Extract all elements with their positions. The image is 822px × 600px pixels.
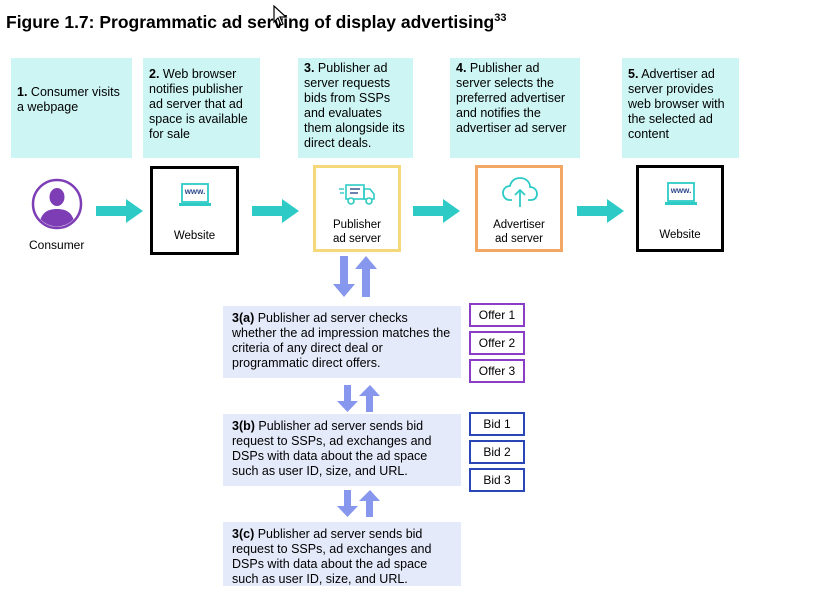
substep-3b-box: 3(b) Publisher ad server sends bid reque… xyxy=(223,414,461,486)
website-node: www. Website xyxy=(636,165,724,252)
flow-arrow-icon xyxy=(96,199,143,223)
step-number: 4. xyxy=(456,61,467,75)
mouse-cursor-icon xyxy=(273,5,288,26)
bid-tag: Bid 2 xyxy=(469,440,525,464)
step-number: 2. xyxy=(149,67,160,81)
offer-tag: Offer 1 xyxy=(469,303,525,327)
figure-title: Figure 1.7: Programmatic ad serving of d… xyxy=(6,12,507,32)
step-3-box: 3. Publisher ad server requests bids fro… xyxy=(298,58,413,158)
substep-number: 3(a) xyxy=(232,311,255,325)
offer-tag: Offer 2 xyxy=(469,331,525,355)
step-1-box: 1. Consumer visits a webpage xyxy=(11,58,132,158)
flow-arrow-icon xyxy=(252,199,299,223)
bid-tag: Bid 1 xyxy=(469,412,525,436)
step-4-box: 4. Publisher ad server selects the prefe… xyxy=(450,58,580,158)
delivery-truck-icon xyxy=(339,184,375,205)
substep-3a-box: 3(a) Publisher ad server checks whether … xyxy=(223,306,461,378)
step-number: 1. xyxy=(17,85,28,99)
step-number: 5. xyxy=(628,67,639,81)
step-text: Web browser notifies publisher ad server… xyxy=(149,67,248,141)
website-label: Website xyxy=(173,230,216,242)
advertiser-ad-server-label: Advertiser ad server xyxy=(493,219,545,245)
bidirectional-arrow-icon xyxy=(333,256,377,297)
flow-arrow-icon xyxy=(577,199,624,223)
step-text: Publisher ad server requests bids from S… xyxy=(304,61,405,150)
cloud-upload-icon xyxy=(502,177,538,207)
advertiser-ad-server-node: Advertiser ad server xyxy=(475,165,563,252)
publisher-ad-server-label: Publisher ad server xyxy=(333,219,381,245)
consumer-label: Consumer xyxy=(29,238,85,252)
substep-text: Publisher ad server sends bid request to… xyxy=(232,419,432,478)
flow-arrow-icon xyxy=(413,199,460,223)
step-2-box: 2. Web browser notifies publisher ad ser… xyxy=(143,58,260,158)
substep-text: Publisher ad server sends bid request to… xyxy=(232,527,432,586)
step-text: Publisher ad server selects the preferre… xyxy=(456,61,567,135)
step-5-box: 5. Advertiser ad server provides web bro… xyxy=(622,58,739,158)
bidirectional-arrow-icon xyxy=(337,490,380,517)
offer-tag: Offer 3 xyxy=(469,359,525,383)
step-text: Consumer visits a webpage xyxy=(17,85,120,114)
www-label: www. xyxy=(184,187,206,196)
bidirectional-arrow-icon xyxy=(337,385,380,412)
bid-tag: Bid 3 xyxy=(469,468,525,492)
laptop-icon xyxy=(179,183,211,206)
website-node: www. Website xyxy=(150,166,239,255)
substep-text: Publisher ad server checks whether the a… xyxy=(232,311,451,370)
laptop-icon xyxy=(665,182,697,205)
substep-number: 3(c) xyxy=(232,527,255,541)
substep-3c-box: 3(c) Publisher ad server sends bid reque… xyxy=(223,522,461,586)
title-footnote: 33 xyxy=(494,12,507,25)
step-number: 3. xyxy=(304,61,315,75)
www-label: www. xyxy=(670,186,692,195)
consumer-avatar-icon xyxy=(31,178,83,230)
website-label: Website xyxy=(659,229,701,241)
publisher-ad-server-node: Publisher ad server xyxy=(313,165,401,252)
step-text: Advertiser ad server provides web browse… xyxy=(628,67,725,141)
substep-number: 3(b) xyxy=(232,419,255,433)
